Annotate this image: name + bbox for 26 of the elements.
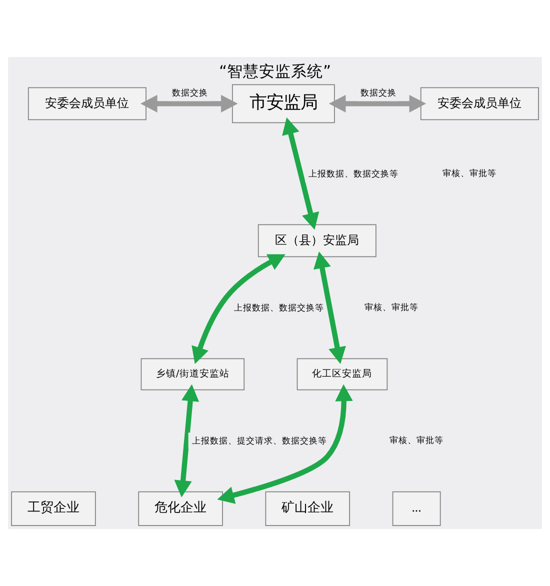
edge-label: 上报数据、数据交换等	[308, 169, 398, 180]
edge-label: 上报数据、数据交换等	[234, 303, 324, 314]
arrow	[314, 251, 346, 364]
node-box: 市安监局	[232, 84, 335, 124]
node-box: 区（县）安监局	[258, 224, 376, 258]
node-box: ...	[392, 491, 441, 526]
edge-label: 数据交换	[172, 88, 208, 98]
node-box: 化工区安监局	[296, 358, 388, 390]
arrow	[328, 94, 426, 112]
label: 审核、审批等	[390, 436, 444, 446]
label: 审核、审批等	[442, 168, 496, 179]
node-box: 工贸企业	[11, 491, 96, 526]
arrow	[140, 94, 238, 112]
arrow	[217, 384, 353, 504]
arrow	[192, 254, 286, 364]
edge-label: 上报数据、提交请求、数据交换等	[192, 436, 328, 446]
label: 审核、审批等	[364, 302, 418, 313]
node-box: 危化企业	[138, 491, 223, 526]
arrow	[174, 384, 200, 498]
diagram-title: “智慧安监系统”	[218, 62, 332, 80]
edge-label: 数据交换	[360, 88, 396, 98]
node-box: 安委会成员单位	[28, 87, 146, 120]
node-box: 矿山企业	[265, 491, 350, 526]
node-box: 安委会成员单位	[420, 87, 539, 120]
node-box: 乡镇/街道安监站	[140, 358, 245, 390]
arrow	[282, 117, 320, 230]
